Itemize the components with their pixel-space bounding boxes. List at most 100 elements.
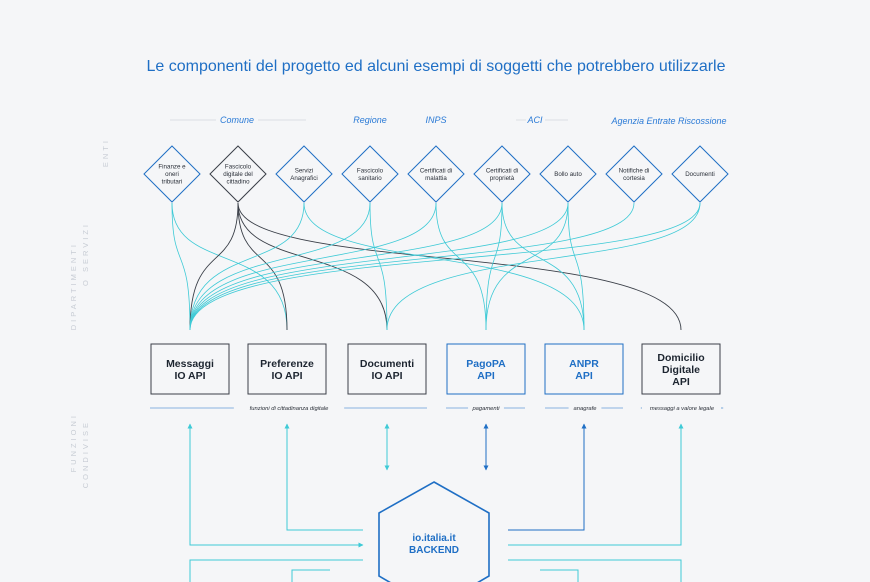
department-label: digitale del [223, 171, 253, 178]
api-label: IO API [371, 370, 402, 382]
department-label: Fascicolo [225, 164, 252, 171]
backend-arrow [291, 569, 330, 582]
department-label: Documenti [685, 171, 715, 178]
connection-link [485, 202, 569, 331]
connection-link [189, 202, 569, 331]
department-label: Anagrafici [290, 175, 318, 182]
backend-arrow [189, 559, 363, 582]
api-box-frame [641, 343, 721, 395]
side-label-funzioni: FUNZIONI [69, 413, 78, 472]
api-label: Domicilio [657, 352, 704, 364]
entity-inps: INPS [425, 115, 446, 125]
connection-link [189, 202, 701, 331]
category-label: pagamenti [471, 406, 500, 412]
department-diamond [341, 145, 399, 203]
entity-regione: Regione [353, 115, 387, 125]
category-anagrafe: anagrafe [545, 406, 623, 412]
connection-link [171, 202, 288, 331]
department-node-bollo-auto[interactable]: Bollo auto [539, 145, 597, 203]
api-label: API [575, 370, 593, 382]
connection-link [303, 202, 585, 331]
side-label-o-servizi: O SERVIZI [81, 222, 90, 286]
api-categories: funzioni di cittadinanza digitale pagamen… [150, 406, 724, 412]
department-label: cittadino [226, 179, 250, 186]
category-label: funzioni di cittadinanza digitale [250, 406, 329, 412]
side-label-condivise: CONDIVISE [81, 420, 90, 488]
departments-row: Finanze eoneritributariFascicolodigitale… [143, 145, 729, 203]
department-label: Certificati di [420, 167, 452, 174]
api-box-frame [446, 343, 526, 395]
backend-subtitle: BACKEND [409, 545, 459, 556]
department-label: sanitario [358, 175, 382, 182]
category-funzioni-di-cittadinanza-digitale: funzioni di cittadinanza digitale [150, 406, 427, 412]
department-label: Servizi [295, 167, 314, 174]
entity-aci: ACI [526, 115, 543, 125]
connection-link [189, 202, 437, 331]
page-title: Le componenti del progetto ed alcuni ese… [146, 58, 725, 75]
department-diamond [605, 145, 663, 203]
department-node-documenti[interactable]: Documenti [671, 145, 729, 203]
department-label: Bollo auto [554, 171, 582, 178]
connection-link [189, 202, 239, 331]
api-label: API [672, 376, 690, 388]
connection-link [435, 202, 487, 331]
connection-link [386, 202, 701, 331]
connection-link [237, 202, 288, 331]
backend-arrow [508, 423, 684, 546]
api-label: Digitale [662, 364, 700, 376]
api-label: IO API [271, 370, 302, 382]
department-diamond [275, 145, 333, 203]
backend-node[interactable]: io.italia.it BACKEND [378, 481, 490, 582]
department-label: Certificati di [486, 167, 518, 174]
department-label: Finanze e [158, 164, 186, 171]
category-label: messaggi a valore legale [650, 406, 715, 412]
department-label: Notifiche di [619, 167, 650, 174]
connection-link [501, 202, 585, 331]
api-box-frame [247, 343, 327, 395]
api-label: PagoPA [466, 358, 506, 370]
department-label: cortesia [623, 175, 645, 182]
category-label: anagrafe [574, 406, 598, 412]
api-label: IO API [174, 370, 205, 382]
side-label-enti: ENTI [101, 138, 110, 167]
department-label: malattia [425, 175, 447, 182]
connection-links [171, 202, 701, 331]
entity-comune: Comune [220, 115, 254, 125]
department-label: tributari [162, 179, 183, 186]
department-diamond [539, 145, 597, 203]
backend-arrow [508, 423, 587, 531]
department-diamond [209, 145, 267, 203]
department-label: Fascicolo [357, 167, 384, 174]
connection-link [485, 202, 503, 331]
department-diamond [407, 145, 465, 203]
side-label-dipartimenti: DIPARTIMENTI [69, 242, 78, 330]
department-label: proprietà [490, 175, 515, 182]
category-messaggi-a-valore-legale: messaggi a valore legale [640, 406, 724, 412]
department-diamond [671, 145, 729, 203]
api-box-frame [347, 343, 427, 395]
backend-title: io.italia.it [412, 533, 456, 544]
api-label: Preferenze [260, 358, 314, 370]
backend-arrow [540, 569, 579, 582]
entity-group: Comune Regione INPS ACI Agenzia Entrate … [170, 115, 727, 126]
backend-arrows [187, 423, 684, 582]
backend-arrow [284, 423, 363, 531]
connection-link [189, 202, 305, 331]
connection-link [189, 202, 635, 331]
category-pagamenti: pagamenti [446, 406, 525, 412]
